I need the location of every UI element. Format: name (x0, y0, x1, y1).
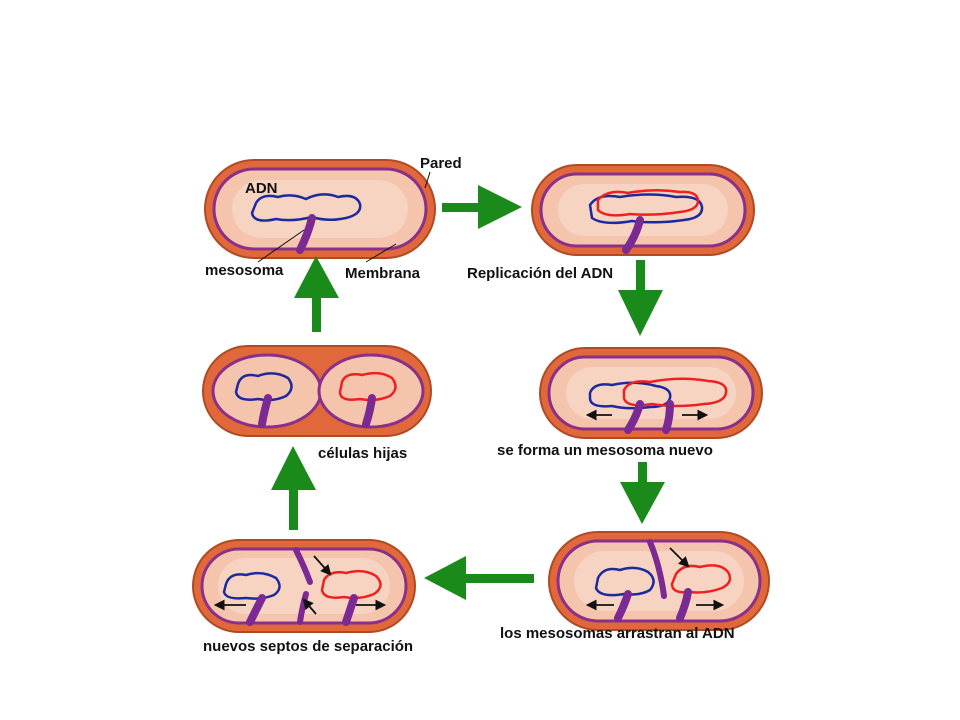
cycle-arrows (271, 185, 665, 600)
label-membrana: Membrana (345, 265, 421, 282)
dna-loop-original (594, 566, 655, 597)
green-arrow-down-1 (618, 260, 663, 336)
mesosome-left (246, 594, 266, 626)
cell-initial (204, 159, 436, 259)
dna-loop-copy (596, 189, 700, 217)
dna-loop-copy (320, 569, 382, 600)
label-nuevo-mesosoma: se forma un mesosoma nuevo (497, 442, 713, 459)
septum-forming (647, 539, 667, 599)
dna-loop-copy (338, 371, 397, 402)
dna-loop-copy (622, 377, 728, 408)
leader-membrana (365, 243, 397, 263)
dna-loop-original (234, 372, 293, 402)
leader-pared (424, 171, 431, 189)
dna-loop-original (222, 571, 281, 600)
green-arrow-down-2 (620, 462, 665, 524)
label-septos: nuevos septos de separación (203, 638, 413, 655)
mesosome-new (662, 400, 674, 434)
dna-loop-original (588, 381, 672, 410)
cell-daughters (202, 345, 432, 437)
arrow-inward (669, 547, 690, 568)
mesosome-left (614, 590, 632, 622)
leader-mesosoma (257, 229, 305, 263)
mesosome (296, 214, 316, 254)
label-pared: Pared (420, 155, 462, 172)
septum-top (293, 547, 313, 585)
green-arrow-up-1 (271, 446, 316, 530)
dna-loop-original (250, 193, 362, 222)
cell-replication (531, 164, 755, 256)
label-replicacion: Replicación del ADN (467, 265, 613, 282)
green-arrow-up-2 (294, 256, 339, 332)
cytoplasm-highlight (232, 180, 408, 238)
cell-septa (192, 539, 416, 633)
mesosome-right (676, 588, 692, 622)
mesosome-right (342, 594, 358, 626)
dna-loop-original (588, 193, 704, 225)
septum-bottom (297, 591, 309, 625)
mesosome-old (624, 400, 644, 434)
label-arrastran: los mesosomas arrastran al ADN (500, 625, 735, 642)
label-adn: ADN (245, 180, 278, 197)
cell-dragging (548, 531, 770, 631)
arrow-septum-top (313, 555, 332, 576)
green-arrow-left (424, 556, 534, 600)
mesosome-right (362, 394, 376, 428)
cell-new-mesosome (539, 347, 763, 439)
mesosome (622, 216, 644, 254)
label-hijas: células hijas (318, 445, 407, 462)
arrow-septum-bottom (302, 598, 317, 615)
mesosome-left (258, 394, 272, 428)
daughter-right-membrane (317, 353, 425, 429)
green-arrow-right (442, 185, 522, 229)
label-mesosoma: mesosoma (205, 262, 284, 279)
cytoplasm-highlight (566, 367, 736, 419)
